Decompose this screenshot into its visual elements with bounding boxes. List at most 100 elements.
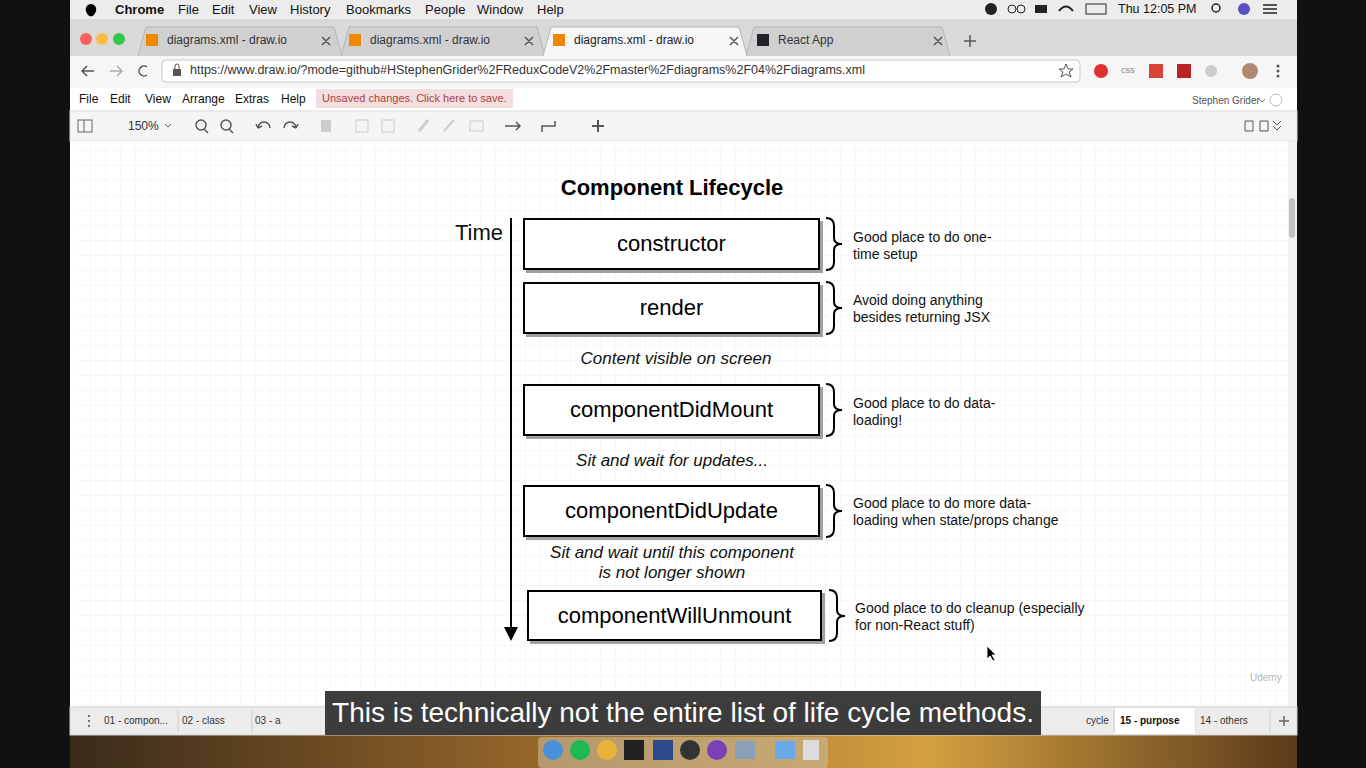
drawio-toolbar: [382, 120, 394, 132]
drawio-toolbar: [321, 120, 331, 132]
browser-address-bar: [70, 56, 1297, 88]
method-name: componentWillUnmount: [558, 603, 792, 629]
time-arrow: [504, 627, 518, 641]
phase-note: Sit and wait until this component is not…: [547, 543, 797, 582]
lifecycle-method-box: componentDidMount: [523, 384, 820, 436]
unsaved-banner: Unsaved changes. Click here to save.: [316, 89, 513, 108]
browser-tab-strip: [543, 27, 747, 56]
menu-bar-item: Window: [477, 2, 523, 18]
method-name: componentDidUpdate: [565, 498, 778, 524]
drawing-canvas: [70, 141, 1297, 707]
extension-icon-text: css: [1121, 65, 1135, 76]
dock-icons: [597, 740, 617, 760]
drawing-canvas: [70, 141, 1297, 707]
mac-menu-bar: [1059, 7, 1073, 12]
drawio-toolbar: [78, 120, 92, 132]
browser-address-bar: [70, 56, 1297, 88]
mouse-cursor: [987, 646, 996, 661]
browser-address-bar: [1277, 70, 1280, 73]
drawio-toolbar: [256, 122, 270, 128]
page-tab-strip: [1279, 716, 1289, 726]
drawio-toolbar: [505, 122, 520, 130]
curly-brace: [826, 218, 845, 641]
browser-address-bar: [82, 66, 94, 76]
drawio-toolbar: [542, 121, 555, 132]
browser-tab-strip: [757, 34, 769, 46]
drawio-menu-item: View: [145, 92, 171, 106]
curly-brace: [826, 282, 842, 334]
drawio-toolbar: [165, 124, 171, 127]
curly-brace: [826, 218, 842, 270]
browser-tab-strip: [964, 35, 976, 47]
drawio-toolbar: [592, 120, 604, 132]
page-tab: 01 - compon...: [104, 715, 168, 727]
browser-address-bar: [1277, 75, 1280, 78]
drawing-canvas: [76, 141, 1288, 707]
drawio-toolbar: [1245, 121, 1268, 131]
time-arrow: [510, 218, 512, 630]
page-tab: 03 - a: [255, 715, 281, 727]
drawio-toolbar: [70, 111, 1297, 141]
browser-address-bar: [1242, 63, 1258, 79]
browser-tab-strip: [553, 34, 565, 46]
drawio-menu-item: Arrange: [182, 92, 225, 106]
page-tab: 02 - class: [182, 715, 225, 727]
drawio-menu-item: File: [79, 92, 98, 106]
mac-menu-bar: [1212, 4, 1220, 12]
drawio-toolbar: [419, 120, 428, 131]
browser-address-bar: [1205, 65, 1217, 77]
dock-icons: [570, 740, 590, 760]
menu-bar-app: Chrome: [115, 2, 164, 18]
browser-tab-title: diagrams.xml - draw.io: [370, 33, 490, 47]
mac-menu-bar: [1017, 5, 1025, 13]
menu-bar-item: History: [290, 2, 330, 18]
browser-address-bar: [1177, 64, 1191, 78]
drawio-menu-item: Help: [281, 92, 306, 106]
note-text: Good place to do more data-loading when …: [853, 495, 1073, 529]
drawio-menu-row: [70, 88, 1297, 111]
curly-brace: [829, 590, 845, 641]
dock-icons: [538, 737, 828, 768]
drawio-toolbar: [356, 120, 368, 132]
browser-tab-strip: [96, 33, 108, 45]
note-text: Good place to do cleanup (especially for…: [855, 600, 1093, 634]
browser-tab-title: React App: [778, 33, 833, 47]
address-url: https://www.draw.io/?mode=github#HStephe…: [190, 63, 865, 78]
menu-bar-item: File: [178, 2, 199, 18]
lifecycle-method-box: componentDidUpdate: [523, 485, 820, 537]
mac-menu-bar: [70, 0, 1297, 19]
browser-address-bar: [110, 66, 122, 76]
lifecycle-method-box: render: [523, 282, 820, 334]
menu-bar-item: Bookmarks: [346, 2, 411, 18]
page-tab-strip: [1115, 708, 1195, 734]
dock-icons: [543, 740, 563, 760]
drawio-toolbar: [229, 129, 233, 133]
browser-tab-strip: [146, 34, 158, 46]
time-arrow: [504, 218, 518, 641]
browser-tab-strip: [80, 33, 92, 45]
method-name: constructor: [617, 231, 726, 257]
dock-icons: [735, 741, 755, 759]
mac-menu-bar: [1035, 5, 1047, 13]
browser-address-bar: [1059, 64, 1073, 77]
dock-icons: [653, 740, 673, 760]
lifecycle-method-box: componentWillUnmount: [527, 590, 822, 641]
mouse-cursor: [987, 646, 996, 661]
browser-address-bar: [1094, 64, 1108, 78]
drawio-toolbar: [70, 111, 1297, 141]
browser-tab-strip: [70, 19, 1297, 56]
browser-address-bar: [1149, 64, 1163, 78]
dock-icons: [775, 741, 795, 759]
browser-address-bar: [175, 64, 179, 69]
drawing-canvas: [1289, 198, 1295, 238]
desktop-wallpaper: [70, 735, 1297, 768]
browser-address-bar: [139, 66, 147, 76]
desktop-wallpaper: [70, 735, 1297, 768]
browser-address-bar: [1277, 65, 1280, 68]
user-name: Stephen Grider: [1192, 95, 1260, 107]
menu-bar-clock: Thu 12:05 PM: [1118, 2, 1197, 17]
method-name: componentDidMount: [570, 397, 773, 423]
curly-brace: [826, 384, 842, 436]
drawio-toolbar: [444, 120, 454, 131]
